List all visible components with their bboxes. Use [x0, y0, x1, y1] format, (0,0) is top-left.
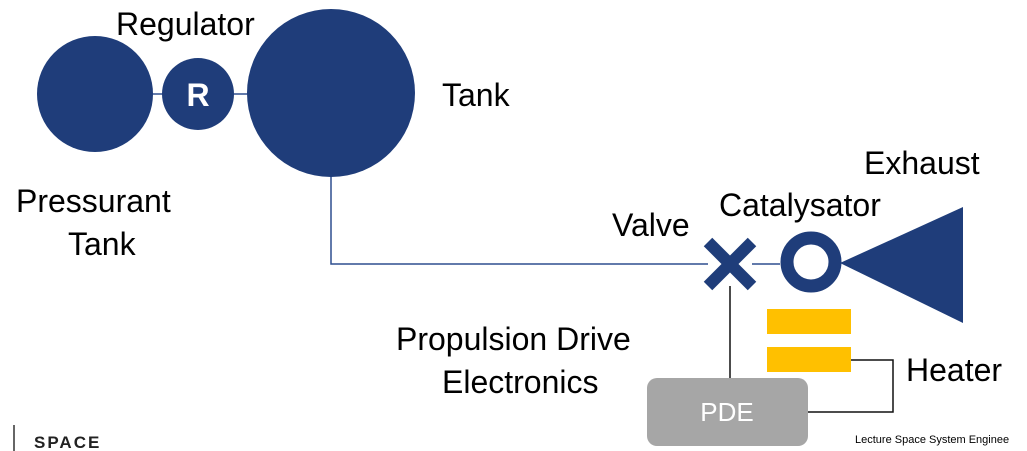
pressurant-tank-label-line2: Tank	[68, 226, 137, 262]
regulator-label: Regulator	[116, 6, 255, 42]
valve-label: Valve	[612, 207, 690, 243]
exhaust-label: Exhaust	[864, 145, 980, 181]
regulator	[162, 58, 234, 130]
pde-label-line2: Electronics	[442, 364, 599, 400]
catalysator-label: Catalysator	[719, 187, 881, 223]
pde-label-line1: Propulsion Drive	[396, 321, 631, 357]
pde-box	[647, 378, 808, 446]
pipe-tank-to-valve	[330, 172, 708, 265]
heater-element-bottom	[767, 347, 851, 372]
regulator-symbol: R	[186, 77, 209, 113]
heater-label: Heater	[906, 352, 1002, 388]
heater-element-top	[767, 309, 851, 334]
pressurant-tank	[37, 36, 153, 152]
catalysator	[780, 231, 842, 293]
space-logo: SPACE	[34, 433, 101, 451]
lecture-footer-text: Lecture Space System Enginee	[855, 434, 1009, 446]
pressurant-tank-label-line1: Pressurant	[16, 183, 171, 219]
propellant-tank	[247, 9, 415, 177]
pde-box-label: PDE	[700, 397, 753, 427]
tank-label: Tank	[442, 77, 511, 113]
wire-heater-to-pde	[808, 359, 894, 413]
exhaust-nozzle	[840, 207, 963, 323]
valve-icon	[703, 237, 757, 291]
